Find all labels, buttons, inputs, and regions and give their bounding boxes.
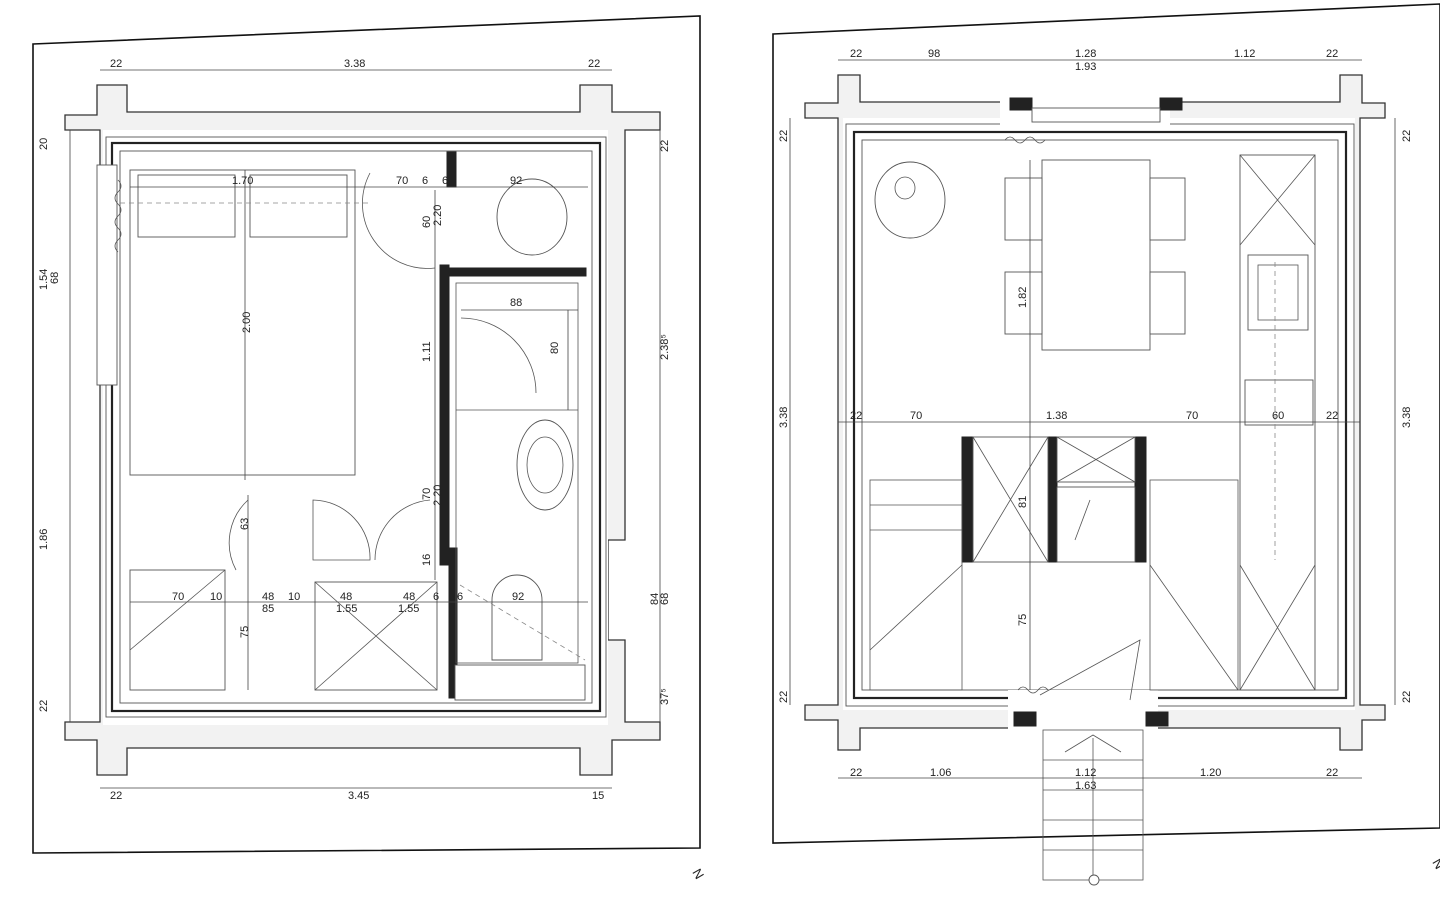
dim-label: 10 [210,591,222,603]
dim-label: 1.86 [38,529,50,550]
dim-label: 1.12 [1075,767,1096,779]
dim-label: 22 [110,790,122,802]
dim-label: 88 [510,297,522,309]
dim-label: 63 [239,518,251,530]
dim-label: 1.20 [1200,767,1221,779]
dim-label: 10 [288,591,300,603]
dim-label: 22 [659,140,671,152]
dim-label: 92 [510,175,522,187]
left-window [96,164,118,386]
north-label-left: N [689,866,707,882]
dim-label: 37⁵ [659,688,671,705]
dim-label: 22 [38,700,50,712]
dim-label: 15 [592,790,604,802]
dim-label: 1.93 [1075,61,1096,73]
dim-label: 20 [38,138,50,150]
dim-label: 22 [850,410,862,422]
dim-label: 48 [340,591,352,603]
dim-label: 2.38⁵ [659,334,671,360]
left-sheet-frame [32,15,701,854]
chair-1 [1004,177,1043,241]
dim-label: 22 [1326,410,1338,422]
dim-label: 70 [421,488,433,500]
dim-label: 3.38 [1401,407,1413,428]
dim-label: 22 [850,48,862,60]
dim-label: 70 [1186,410,1198,422]
dim-label: 6 [433,591,439,603]
partition-top [446,151,457,188]
dim-label: 1.06 [930,767,951,779]
dim-label: 6 [457,591,463,603]
dim-label: 1.63 [1075,780,1096,792]
dim-label: 1.12 [1234,48,1255,60]
dim-label: 3.45 [348,790,369,802]
door-swing-main [362,172,436,269]
dim-label: 22 [778,691,790,703]
round-stove [874,161,946,239]
dim-label: 16 [421,554,433,566]
dim-label: 1.70 [232,175,253,187]
dim-label: 22 [1401,130,1413,142]
dim-label: 22 [1326,767,1338,779]
right-sheet-frame [772,3,1440,844]
dim-label: 6 [442,175,448,187]
dim-label: 1.38 [1046,410,1067,422]
chair-4 [1149,271,1186,335]
dim-label: 22 [1326,48,1338,60]
left-inner-wall [110,141,602,713]
right-stairs [869,479,963,691]
dim-label: 98 [928,48,940,60]
dim-label: 1.11 [421,341,433,362]
dim-label: 75 [1017,614,1029,626]
dim-label: 3.38 [778,407,790,428]
dim-label: 22 [778,130,790,142]
pillow-right [249,174,348,238]
right-floor-plan [772,3,1440,886]
dim-label: 6 [422,175,428,187]
washbasin [516,419,574,511]
dim-label: 68 [49,272,61,284]
dim-label: 1.55 [398,603,419,615]
toilet-bottom [491,574,543,661]
dim-label: 60 [421,216,433,228]
partition-middle [439,264,450,566]
left-stairs [129,569,226,691]
dim-label: 22 [110,58,122,70]
dim-label: 85 [262,603,274,615]
dim-label: 2.20 [432,205,444,226]
chair-2 [1149,177,1186,241]
dim-label: 1.28 [1075,48,1096,60]
dim-label: 81 [1017,496,1029,508]
dim-label: 68 [659,593,671,605]
dim-label: 84 [649,593,661,605]
dim-label: 70 [910,410,922,422]
dim-label: 1.54 [38,269,50,290]
dim-label: 70 [172,591,184,603]
north-label-right: N [1429,856,1440,872]
dim-label: 1.55 [336,603,357,615]
dim-label: 80 [549,342,561,354]
left-floor-plan [32,15,701,854]
dining-table [1041,159,1151,351]
dim-label: 92 [512,591,524,603]
pillow-left [137,174,236,238]
dim-label: 70 [396,175,408,187]
dim-label: 75 [239,626,251,638]
dim-label: 2.00 [241,312,253,333]
dim-label: 48 [403,591,415,603]
chair-3 [1004,271,1043,335]
dim-label: 22 [588,58,600,70]
dim-label: 48 [262,591,274,603]
dim-label: 2.20 [432,485,444,506]
dim-label: 1.82 [1017,287,1029,308]
dim-label: 22 [850,767,862,779]
dim-label: 3.38 [344,58,365,70]
dim-label: 60 [1272,410,1284,422]
toilet-top [496,178,568,256]
dim-label: 22 [1401,691,1413,703]
